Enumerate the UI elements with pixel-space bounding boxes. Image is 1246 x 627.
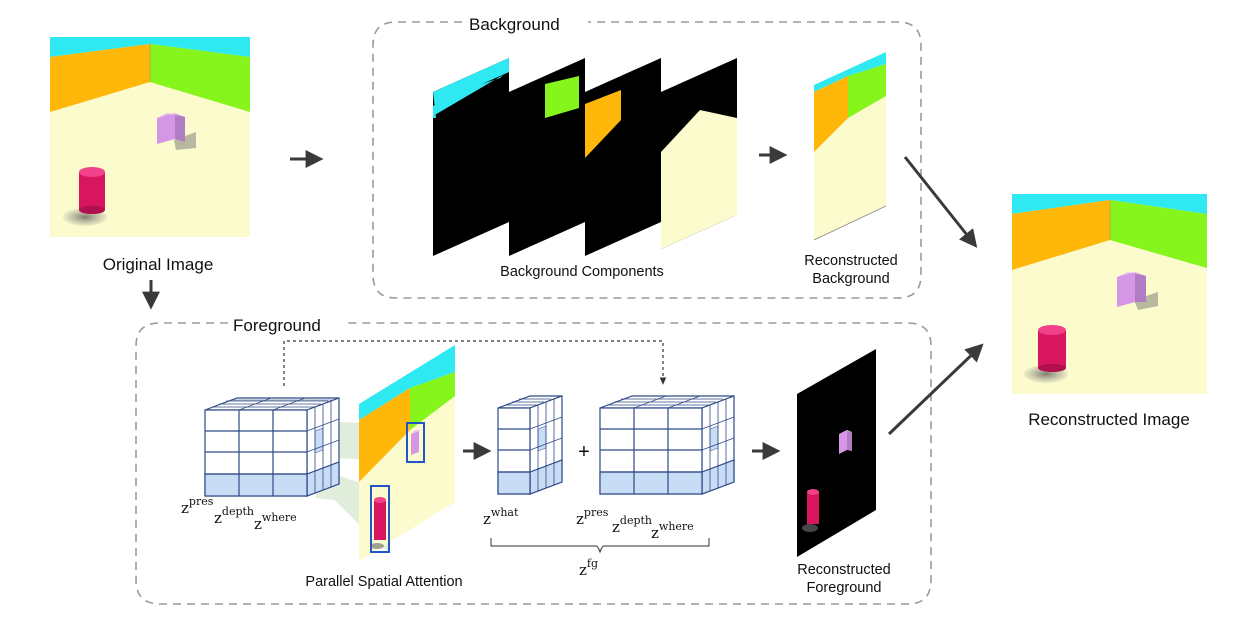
reconstructed-image <box>1012 194 1207 394</box>
attention-image-panel <box>359 345 455 561</box>
svg-text:zdepth: zdepth <box>214 505 254 527</box>
latent-brace <box>490 538 710 554</box>
reconstructed-foreground-label-line2: Foreground <box>807 580 882 596</box>
reconstructed-foreground <box>797 349 876 557</box>
latent-labels-right: zpres zdepth zwhere <box>576 506 694 542</box>
reconstructed-image-label: Reconstructed Image <box>1028 410 1190 429</box>
background-component-cyan <box>433 58 509 256</box>
dashed-skip-connection <box>283 340 667 386</box>
reconstructed-foreground-label-line1: Reconstructed <box>797 562 891 578</box>
z-what-label: zwhat <box>483 506 519 528</box>
background-box <box>372 21 922 299</box>
svg-text:zwhere: zwhere <box>651 520 694 542</box>
arrow-background-to-image <box>903 156 978 248</box>
background-component-orange <box>585 58 661 256</box>
background-component-floor <box>661 58 737 249</box>
reconstructed-background <box>813 52 887 241</box>
z-fg-label: zfg <box>579 557 598 579</box>
plus-sign: + <box>578 441 590 463</box>
reconstructed-background-label-line1: Reconstructed <box>804 253 898 269</box>
foreground-title: Foreground <box>233 316 321 335</box>
arrow-foreground-to-image <box>887 343 984 436</box>
reconstructed-background-label-line2: Background <box>812 271 889 287</box>
original-image <box>50 37 250 237</box>
svg-text:zdepth: zdepth <box>612 514 652 536</box>
foreground-grid-latents-right <box>599 395 735 495</box>
latent-labels-left: zpres zdepth zwhere <box>181 495 297 533</box>
background-components-label: Background Components <box>500 264 664 280</box>
svg-text:zpres: zpres <box>181 495 214 517</box>
background-title: Background <box>469 15 560 34</box>
svg-text:zwhere: zwhere <box>254 511 297 533</box>
attention-box-cube <box>406 422 425 463</box>
what-grid <box>497 395 563 495</box>
foreground-grid-latents <box>204 397 340 497</box>
attention-box-cylinder <box>370 485 390 553</box>
svg-text:zpres: zpres <box>576 506 609 528</box>
parallel-spatial-attention-label: Parallel Spatial Attention <box>305 574 462 590</box>
background-components <box>433 58 737 256</box>
background-component-green <box>509 58 585 256</box>
original-image-label: Original Image <box>103 255 214 274</box>
